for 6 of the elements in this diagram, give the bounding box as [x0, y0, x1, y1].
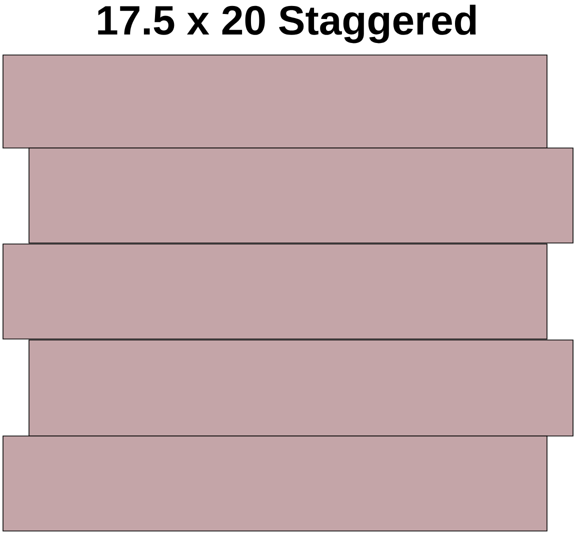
bar	[2, 436, 548, 532]
bar	[28, 340, 574, 436]
bar	[28, 148, 574, 244]
title: 17.5 x 20 Staggered	[98, 4, 476, 44]
bar	[2, 244, 548, 340]
bar	[2, 54, 548, 148]
